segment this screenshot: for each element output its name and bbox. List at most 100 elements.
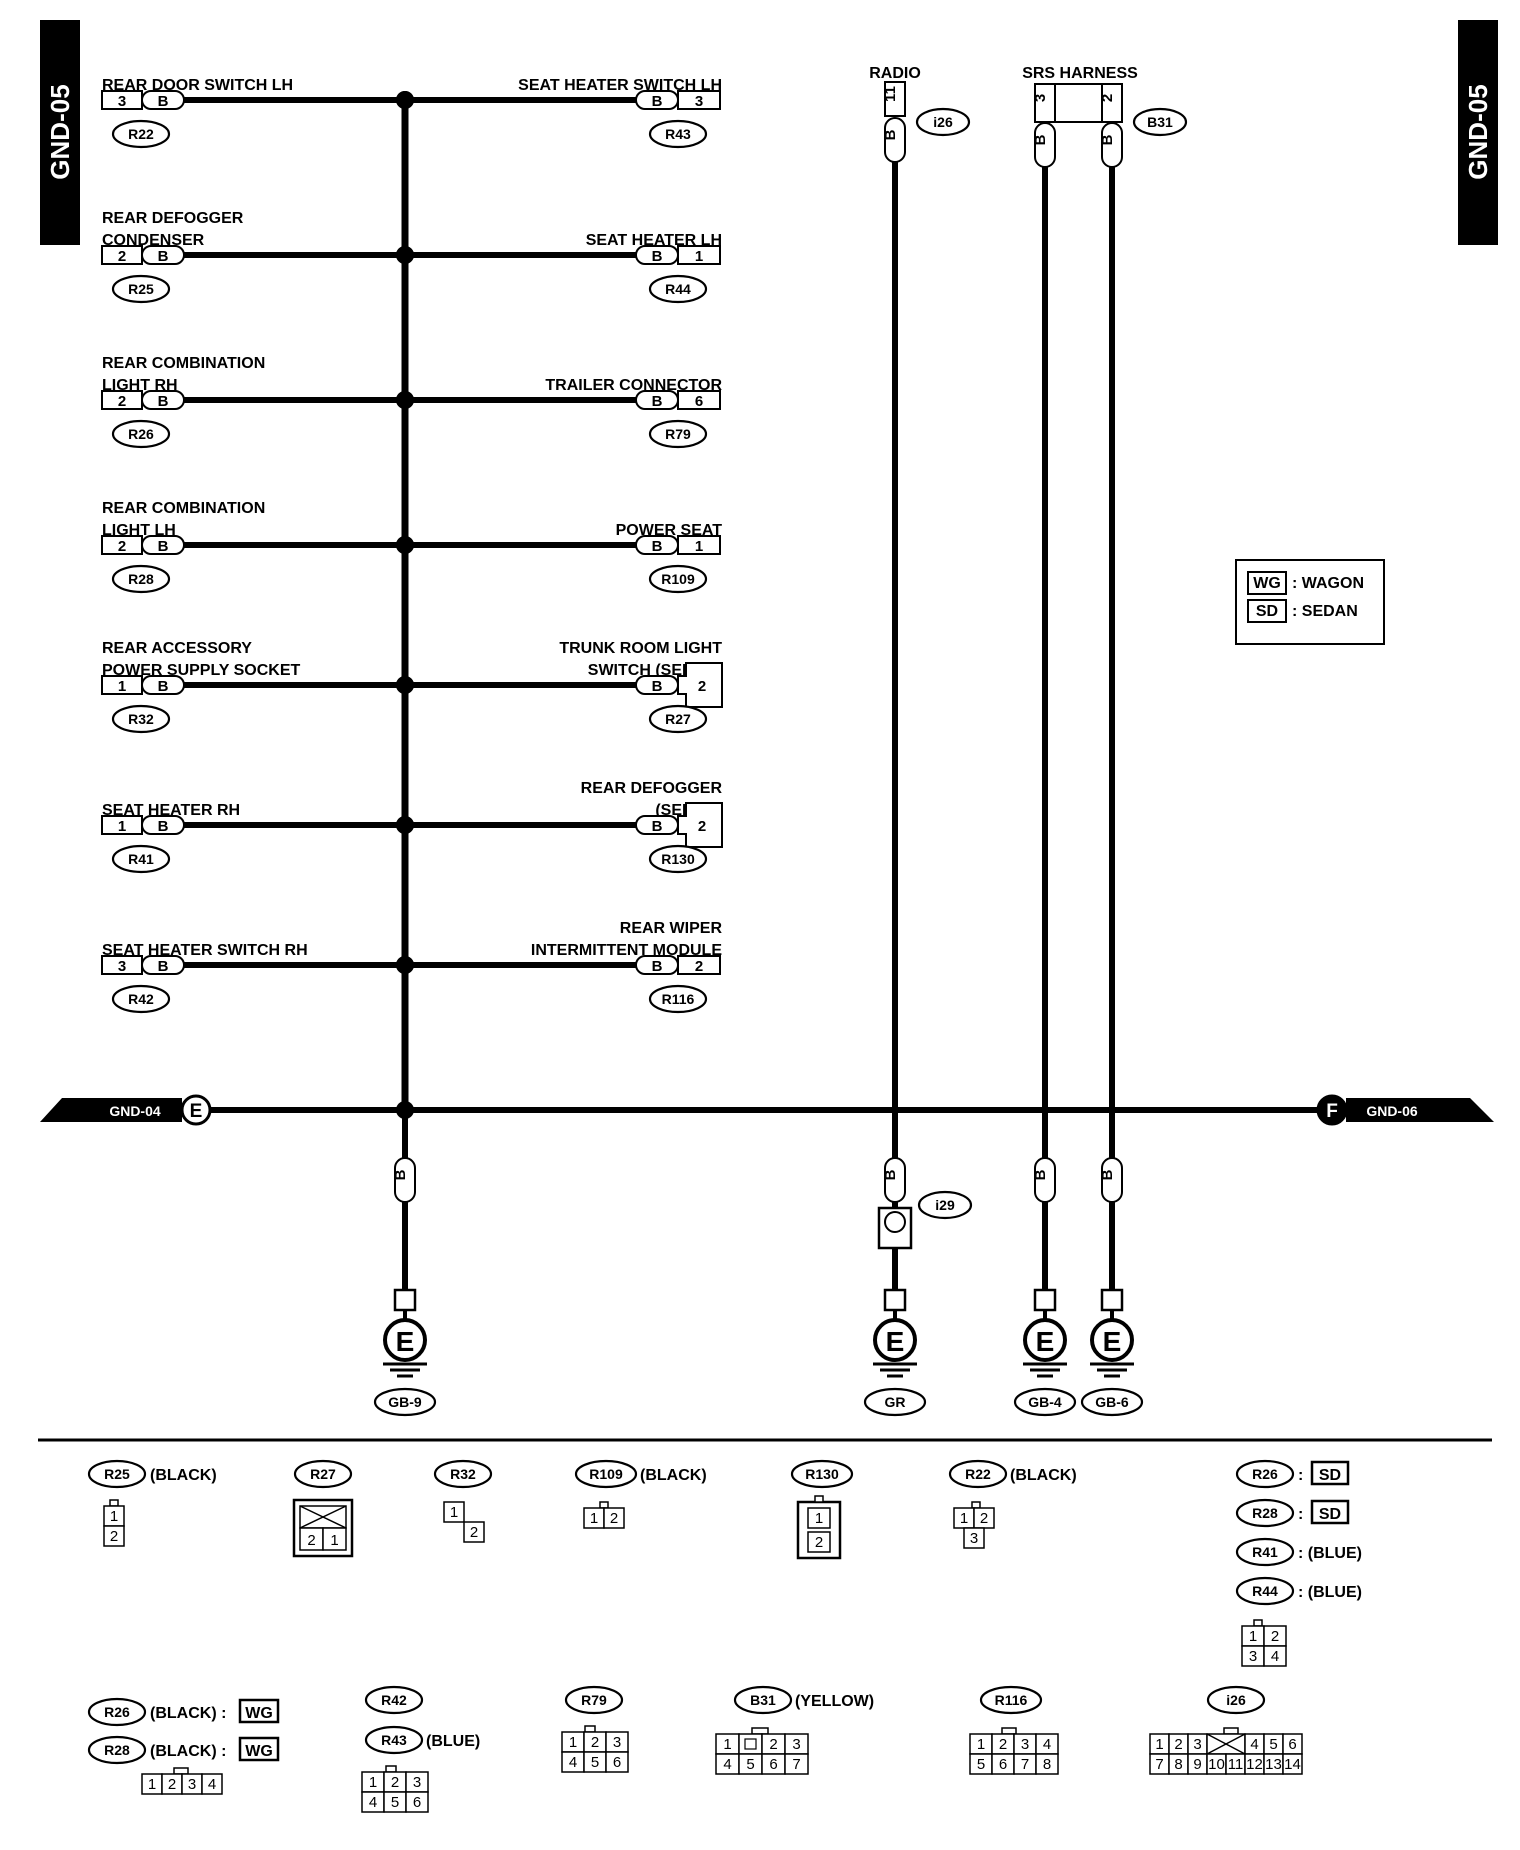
view-label-r109: R109: [574, 1459, 638, 1489]
connector-oval: [648, 419, 708, 449]
capsule-shape: [1101, 122, 1123, 168]
ground-gb-6: E: [1090, 1288, 1134, 1362]
pin-number: 1: [960, 1510, 968, 1527]
pin-number: 3: [188, 1776, 196, 1793]
pin-number: 2: [695, 958, 703, 975]
pin-number: 1: [977, 1736, 985, 1753]
view-label-i26-face: i26: [1206, 1685, 1266, 1715]
gnd06-label: GND-06: [1366, 1103, 1418, 1119]
gnd04-arrow: [40, 1098, 182, 1122]
capsule-shape: [1034, 1157, 1056, 1203]
capsule-shape: [1101, 1157, 1123, 1203]
component-name: POWER SUPPLY SOCKET: [102, 662, 300, 679]
connector-id: GR: [885, 1394, 906, 1410]
wire-color: B: [158, 248, 169, 265]
component-name: REAR DEFOGGER: [102, 210, 244, 227]
ground-terminal: [883, 1288, 907, 1312]
connector-oval: [1132, 107, 1188, 137]
connector-id: R41: [128, 851, 154, 867]
connector-label-r42: R42: [111, 984, 171, 1014]
connector-id: R116: [662, 991, 695, 1007]
pin-cell: [322, 1527, 347, 1551]
face-r22-bottom: 3: [963, 1527, 985, 1549]
connector-label-i29: i29: [917, 1190, 973, 1220]
connector-oval: [863, 1387, 927, 1417]
connector-oval: [111, 704, 171, 734]
connector-oval: [648, 844, 708, 874]
pin-number: 3: [970, 1530, 978, 1547]
connector-id: R32: [450, 1466, 476, 1482]
component-name: REAR ACCESSORY: [102, 640, 252, 657]
connector-label-r79: R79: [648, 419, 708, 449]
connector-oval: [574, 1459, 638, 1489]
pin-number: 2: [698, 818, 706, 835]
view-label-r44: R44: [1235, 1576, 1295, 1606]
view-note: : (BLUE): [1298, 1584, 1362, 1601]
component-name: REAR WIPER: [620, 920, 723, 937]
wire-color-capsule: B: [1032, 122, 1056, 168]
pin-number: 4: [1271, 1648, 1279, 1665]
pin-number: 2: [110, 1528, 118, 1545]
capsule-shape: [884, 117, 906, 163]
connector-id: R42: [128, 991, 154, 1007]
wire-color: B: [652, 393, 663, 410]
connector-id: i26: [933, 114, 953, 130]
component-name: REAR COMBINATION: [102, 355, 265, 372]
component-name: REAR DEFOGGER: [581, 780, 723, 797]
radio-pin: 11: [882, 86, 899, 102]
component-name: SEAT HEATER LH: [586, 232, 722, 249]
wire-color-capsule: B: [1032, 1157, 1056, 1203]
connector-id: R42: [381, 1692, 407, 1708]
pin-number: 1: [1249, 1628, 1257, 1645]
connector-lock: [1253, 1619, 1263, 1627]
pin-number: 4: [208, 1776, 216, 1793]
component-name: TRAILER CONNECTOR: [545, 377, 722, 394]
connector-oval: [648, 564, 708, 594]
pin-number: 3: [1021, 1736, 1029, 1753]
view-tag: WG: [245, 1705, 273, 1722]
pin-number: 8: [1174, 1756, 1182, 1773]
connector-lock: [971, 1501, 981, 1509]
gnd04-label: GND-04: [109, 1103, 161, 1119]
view-label-r28-wg: R28: [87, 1735, 147, 1765]
component-name: CONDENSER: [102, 232, 205, 249]
legend-code-box: [1247, 599, 1287, 623]
face-r27-x: [299, 1505, 347, 1529]
connector-oval: [364, 1725, 424, 1755]
face-r32-top: 1: [443, 1501, 465, 1523]
gnd06-letter: F: [1326, 1101, 1338, 1122]
pin-number: 3: [118, 958, 126, 975]
connector-id: R79: [665, 426, 691, 442]
pin-number: 5: [591, 1754, 599, 1771]
connector-oval: [111, 119, 171, 149]
pin-cell: [1035, 1753, 1059, 1775]
wire-color-capsule: B: [1099, 1157, 1123, 1203]
view-note: :: [1298, 1506, 1303, 1523]
view-label-r32: R32: [433, 1459, 493, 1489]
connector-oval: [1206, 1685, 1266, 1715]
pin-number: 2: [769, 1736, 777, 1753]
pin-number: 1: [110, 1508, 118, 1525]
pin-number: 10: [1208, 1756, 1225, 1773]
view-note: (YELLOW): [795, 1693, 874, 1710]
connector-oval: [790, 1459, 854, 1489]
pin-number: 2: [980, 1510, 988, 1527]
connector-id: i29: [935, 1197, 955, 1213]
pin-cell: [963, 1527, 985, 1549]
connector-oval: [87, 1697, 147, 1727]
pin-number: 4: [569, 1754, 577, 1771]
wire-color: B: [158, 678, 169, 695]
wire-color: B: [652, 93, 663, 110]
connector-id: R109: [589, 1466, 623, 1482]
wire-color: B: [652, 678, 663, 695]
view-label-r41: R41: [1235, 1537, 1295, 1567]
connector-id: R28: [104, 1742, 130, 1758]
component-name: TRUNK ROOM LIGHT: [559, 640, 722, 657]
